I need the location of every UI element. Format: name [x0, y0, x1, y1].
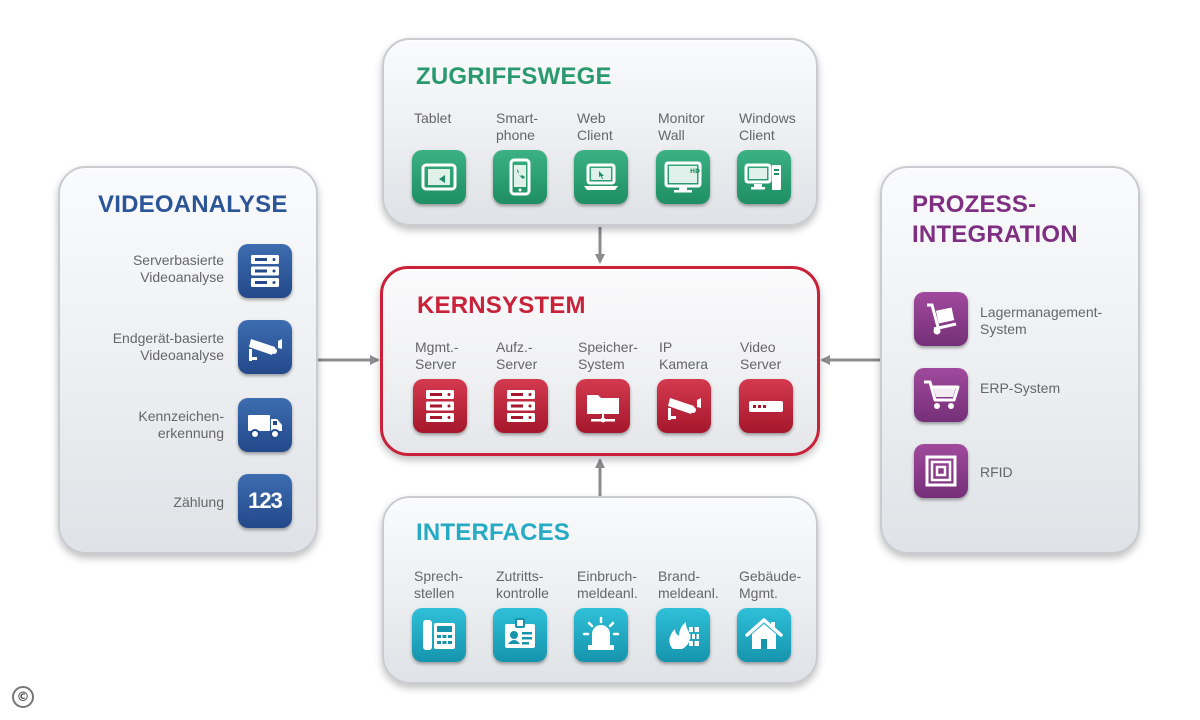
hand-truck-icon: [914, 292, 968, 346]
zugriff-label-windowsclient: Windows Client: [739, 110, 796, 143]
shopping-cart-icon: [914, 368, 968, 422]
videoanalyse-title: VIDEOANALYSE: [98, 191, 288, 218]
video-label-kennzeichen: Kennzeichen- erkennung: [138, 408, 224, 441]
ip-camera-icon: [657, 379, 711, 433]
mgmt-server-icon: [413, 379, 467, 433]
kernsystem-title: KERNSYSTEM: [417, 292, 586, 319]
truck-icon: [238, 398, 292, 452]
id-badge-icon: [493, 608, 547, 662]
folder-network-icon: [576, 379, 630, 433]
prozess-label-rfid: RFID: [980, 464, 1013, 480]
tablet-icon: [412, 150, 466, 204]
zugriffswege-title: ZUGRIFFSWEGE: [416, 63, 612, 90]
kern-label-mgmt: Mgmt.- Server: [415, 339, 459, 372]
interfaces-box: INTERFACES Sprech- stellen Zutritts- kon…: [382, 496, 818, 684]
kern-label-aufz: Aufz.- Server: [496, 339, 538, 372]
house-icon: [737, 608, 791, 662]
smartphone-icon: [493, 150, 547, 204]
iface-label-brand: Brand- meldeanl.: [658, 568, 719, 601]
zugriff-label-monitorwall: Monitor Wall: [658, 110, 705, 143]
zugriffswege-box: ZUGRIFFSWEGE Tablet Smart- phone Web Cli…: [382, 38, 818, 226]
zugriff-label-webclient: Web Client: [577, 110, 613, 143]
monitor-hd-icon: HD: [656, 150, 710, 204]
iface-label-zutritt: Zutritts- kontrolle: [496, 568, 549, 601]
copyright-mark: ©: [12, 686, 34, 708]
kern-label-ipkamera: IP Kamera: [659, 339, 709, 372]
kernsystem-box: KERNSYSTEM Mgmt.- Server Aufz.- Server S…: [380, 266, 820, 456]
prozess-label-lager: Lagermanagement- System: [980, 304, 1103, 337]
counting-glyph: 123: [248, 488, 283, 513]
iface-label-gebaeude: Gebäude- Mgmt.: [739, 568, 802, 601]
intercom-phone-icon: [412, 608, 466, 662]
desktop-pc-icon: [737, 150, 791, 204]
prozess-label-erp: ERP-System: [980, 380, 1061, 396]
prozessintegration-title: PROZESS- INTEGRATION: [912, 191, 1078, 248]
interfaces-title: INTERFACES: [416, 519, 571, 546]
laptop-icon: [574, 150, 628, 204]
kern-label-videoserver: Video Server: [740, 339, 782, 372]
zugriff-label-smartphone: Smart- phone: [496, 110, 538, 143]
counting-123-icon: 123: [238, 474, 292, 528]
zugriff-label-tablet: Tablet: [414, 110, 452, 126]
svg-text:HD: HD: [690, 168, 700, 175]
prozessintegration-box: PROZESS- INTEGRATION Lagermanagement- Sy…: [880, 166, 1140, 554]
iface-label-sprech: Sprech- stellen: [414, 568, 464, 601]
video-camera-icon: [238, 320, 292, 374]
kern-label-speicher: Speicher- System: [578, 339, 638, 372]
fire-wall-icon: [656, 608, 710, 662]
videoanalyse-box: VIDEOANALYSE Serverbasierte Videoanalyse…: [58, 166, 318, 554]
rfid-icon: [914, 444, 968, 498]
video-label-zaehlung: Zählung: [173, 494, 224, 510]
video-label-endgeraet: Endgerät-basierte Videoanalyse: [112, 330, 224, 363]
video-server-icon: [739, 379, 793, 433]
alarm-siren-icon: [574, 608, 628, 662]
iface-label-einbruch: Einbruch- meldeanl.: [577, 568, 638, 601]
video-server-rack-icon: [238, 244, 292, 298]
video-label-serverbasiert: Serverbasierte Videoanalyse: [132, 252, 224, 285]
aufz-server-icon: [494, 379, 548, 433]
